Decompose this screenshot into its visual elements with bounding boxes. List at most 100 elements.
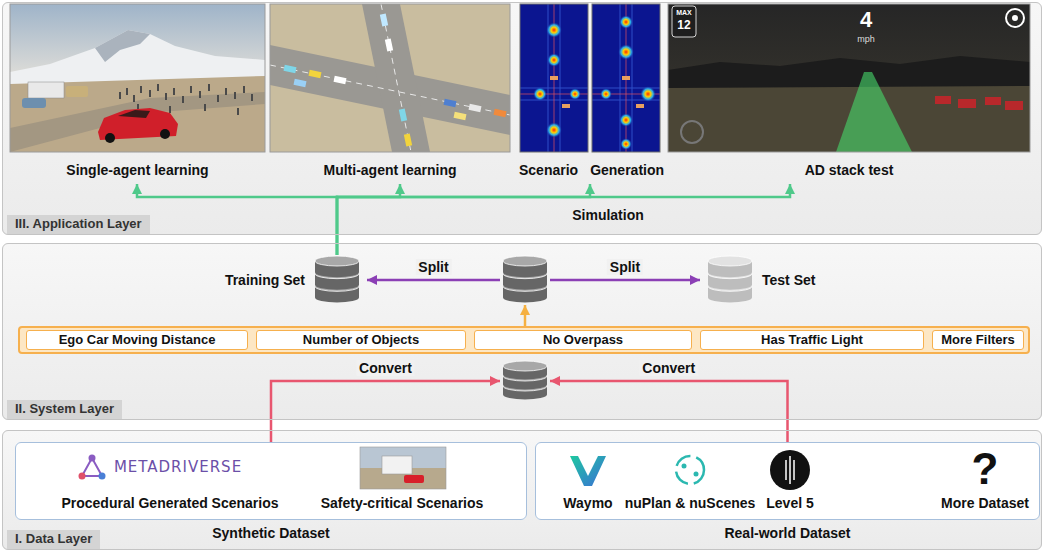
database-cylinder (503, 361, 547, 371)
multi-agent-scene (454, 112, 467, 120)
image-border (592, 4, 660, 152)
database-cylinder (312, 255, 362, 305)
multi-agent-scene (404, 134, 412, 147)
edge-label-holder: Convert (639, 360, 698, 376)
driving-view (935, 96, 951, 104)
hud-text: mph (857, 34, 875, 44)
nuplan-logo (694, 472, 699, 477)
database-cylinder (705, 255, 755, 305)
layer-band-fill (15, 442, 527, 520)
filter-box: More Filters (932, 330, 1024, 350)
multi-agent-scene (270, 4, 510, 152)
scenario-heatmap (520, 4, 588, 152)
caption: Generation (590, 162, 664, 179)
layer-band-fill (2, 2, 1042, 235)
waymo-logo (570, 456, 606, 486)
layer-band-fill (535, 442, 1040, 520)
layer-title: III. Application Layer (7, 215, 150, 234)
logo-text: METADRIVERSE (114, 459, 242, 476)
driving-view (1005, 101, 1023, 110)
database-store (500, 360, 550, 402)
driving-view (958, 99, 976, 108)
driving-view (668, 4, 1030, 152)
label-holder: ? (972, 447, 999, 491)
layer-band-fill (2, 430, 1042, 550)
hud-number: 4 (860, 7, 872, 32)
dataset-group: Synthetic Dataset (15, 442, 527, 544)
multi-agent-scene (294, 79, 307, 87)
connector (337, 184, 400, 255)
database-cylinder (503, 256, 547, 266)
connector (550, 279, 700, 282)
driving-view (1006, 9, 1024, 27)
scenario-heatmap (592, 4, 660, 152)
label-holder: METADRIVERSE (114, 459, 242, 476)
multi-agent-scene (270, 4, 510, 152)
edge-label: Convert (639, 360, 698, 376)
scenario-heatmap (533, 87, 547, 101)
edge-label-holder: Split (415, 259, 451, 275)
caption: Multi-agent learning (324, 162, 457, 179)
database-store: Test Set (700, 255, 860, 305)
driving-view (668, 56, 1030, 90)
dataset-title: Real-world Dataset (724, 525, 850, 542)
level5-logo (770, 450, 810, 490)
scenario-heatmap (619, 113, 633, 127)
application-panel: Scenario Generation (515, 4, 668, 184)
scenario-heatmap (592, 4, 660, 152)
layer-title: I. Data Layer (7, 530, 100, 549)
question-mark: ? (972, 447, 999, 491)
driving-view (672, 6, 696, 37)
scenario-heatmap (546, 122, 562, 138)
driving-view (1012, 15, 1018, 21)
driving-view (668, 4, 1030, 152)
dataset-title: Synthetic Dataset (212, 525, 329, 542)
store-label: Test Set (762, 272, 815, 289)
level5-logo (786, 456, 794, 484)
scenario-heatmap (520, 4, 588, 152)
connector (337, 184, 790, 255)
edge-label: Split (415, 259, 451, 275)
item-caption: Safety-critical Scenarios (321, 495, 484, 511)
metadriverse-logo-icon (79, 455, 106, 480)
database-cylinder (315, 256, 359, 266)
layer-band: Synthetic Dataset Real-world Dataset I. Da… (2, 430, 1042, 550)
multi-agent-scene (399, 109, 407, 122)
single-agent-scene (10, 76, 265, 152)
connector (524, 305, 527, 326)
scenario-heatmap (547, 53, 561, 67)
label-holder: nuPlan & nuScenes (625, 495, 756, 511)
single-agent-scene (118, 110, 150, 118)
scenario-heatmap (620, 138, 632, 150)
nuplan-logo (682, 464, 687, 469)
connector (367, 279, 500, 282)
label-holder: 12 (677, 19, 690, 33)
waymo-logo (570, 456, 606, 486)
scenario-heatmap (622, 76, 630, 80)
database-cylinder (708, 256, 752, 266)
edge-label: Split (607, 259, 643, 275)
metadriverse-logo-icon (89, 455, 96, 462)
connector (337, 184, 590, 255)
level5-logo (770, 450, 810, 490)
store-label: Training Set (225, 272, 305, 289)
single-agent-scene (10, 92, 265, 152)
caption: Scenario (519, 162, 578, 179)
single-agent-scene (10, 4, 265, 152)
scenario-heatmap (546, 22, 562, 38)
multi-agent-scene (494, 109, 507, 117)
image-border (10, 4, 265, 152)
application-panel: Multi-agent learning (270, 4, 510, 184)
scenario-heatmap (569, 88, 581, 100)
multi-agent-scene (284, 65, 297, 73)
item-caption: Procedural Generated Scenarios (61, 495, 278, 511)
multi-agent-scene (469, 104, 482, 112)
metadriverse-logo-icon (79, 473, 86, 480)
single-agent-scene (160, 129, 170, 139)
database-cylinder (500, 360, 550, 402)
annotation: Simulation (572, 207, 644, 223)
multi-agent-scene (334, 76, 347, 84)
single-agent-scene (66, 86, 88, 97)
